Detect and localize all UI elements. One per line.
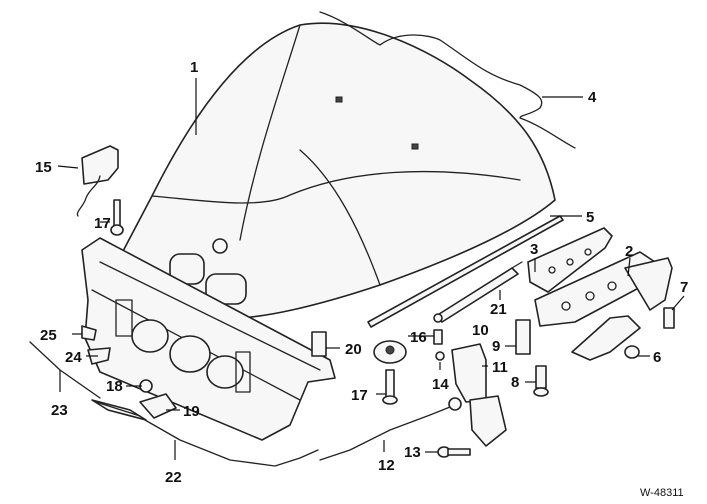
bowden-cable-22 [144, 419, 319, 467]
seal-strip [367, 215, 564, 328]
callout-20: 20 [345, 341, 362, 358]
callout-numbers: 1 2 3 4 5 6 7 8 9 10 11 12 13 14 15 16 1… [35, 59, 688, 486]
callout-13: 13 [404, 444, 421, 461]
callout-15: 15 [35, 159, 52, 176]
callout-6: 6 [653, 349, 661, 366]
bolt-8 [533, 365, 549, 397]
pin-10 [433, 329, 443, 345]
callout-19: 19 [183, 403, 200, 420]
callout-17-upper: 17 [94, 215, 111, 232]
callout-22: 22 [165, 469, 182, 486]
bolt-20 [311, 331, 327, 357]
gas-strut [433, 261, 523, 323]
callout-4: 4 [588, 89, 597, 106]
lock-16 [373, 340, 407, 364]
screw-14 [435, 351, 445, 361]
callout-10: 10 [472, 322, 489, 339]
bolt-6 [624, 345, 640, 359]
bracket-11 [451, 343, 487, 403]
callout-24: 24 [65, 349, 82, 366]
callout-11: 11 [492, 359, 508, 376]
callout-7: 7 [680, 279, 688, 296]
bolt-13 [437, 446, 471, 458]
callout-14: 14 [432, 376, 449, 393]
callout-9: 9 [492, 338, 500, 355]
clip-24 [87, 347, 111, 365]
spring-9 [515, 319, 531, 355]
callout-3: 3 [530, 241, 538, 258]
callout-21: 21 [490, 301, 507, 318]
callout-17-lower: 17 [351, 387, 368, 404]
release-handle-23 [91, 399, 147, 421]
hood-seal [319, 11, 576, 149]
holder-19 [139, 393, 177, 419]
bolt-17-lower [382, 369, 398, 405]
callout-2: 2 [625, 243, 633, 260]
bolt-7 [663, 307, 675, 329]
latch-12 [469, 395, 507, 447]
hood-panel [111, 22, 556, 319]
callout-1: 1 [190, 59, 198, 76]
callout-23: 23 [51, 402, 68, 419]
leader-lines [57, 78, 685, 460]
bowden-cable-12 [319, 397, 462, 461]
callout-18: 18 [106, 378, 123, 395]
callout-12: 12 [378, 457, 395, 474]
callout-5: 5 [586, 209, 594, 226]
figure-reference: W-48311 [640, 487, 684, 499]
callout-25: 25 [40, 327, 57, 344]
hinge-assembly [527, 227, 673, 361]
callout-8: 8 [511, 374, 519, 391]
hood-lock [76, 145, 119, 217]
bolt-17-upper [110, 199, 124, 236]
callout-16: 16 [410, 329, 427, 346]
